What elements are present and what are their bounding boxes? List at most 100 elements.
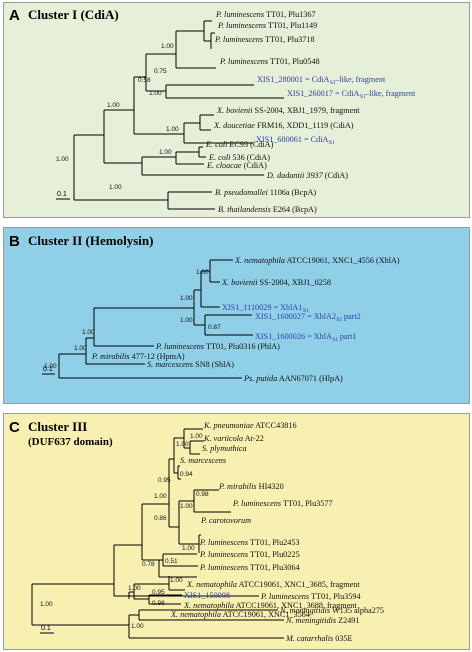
- bootstrap-value: 0.75: [154, 68, 167, 75]
- taxon-label-highlighted: XIS1_1600027 = XhlA2XI part2: [255, 312, 361, 323]
- taxon-label: N. meningitidis W135 alpha275: [279, 606, 384, 615]
- taxon-label: X. nematophila ATCC19061, XNC1_3688, fra…: [183, 601, 357, 610]
- panel-letter-c: C: [9, 419, 20, 436]
- bootstrap-value: 1.00: [56, 156, 69, 163]
- taxon-label-highlighted: XIS1_680061 = CdiAXI: [256, 135, 334, 146]
- taxon-label: X. bovienii SS-2004, XBJ1_0258: [221, 278, 331, 287]
- panel-title-b: Cluster II (Hemolysin): [28, 233, 153, 248]
- taxon-label: X. nematophila ATCC19061, XNC1_3564: [170, 610, 310, 619]
- taxon-label-highlighted: XIS1_280001 = CdiAXI–like, fragment: [257, 75, 386, 86]
- taxon-label-highlighted: XIS1_260017 = CdiAXI–like, fragment: [287, 89, 416, 100]
- taxon-label: E. coli EC93 (CdiA): [205, 140, 274, 149]
- taxon-label: P. mirabilis HI4320: [218, 482, 284, 491]
- scale-label-a: 0.1: [57, 191, 67, 198]
- taxon-label: B. pseudomallei 1106a (BcpA): [215, 188, 316, 197]
- bootstrap-value: 0.98: [152, 600, 165, 607]
- taxon-label: M. catarrhalis 035E: [285, 634, 353, 643]
- taxon-label: P. carotovorum: [200, 516, 251, 525]
- taxon-label: D. dadantii 3937 (CdiA): [266, 171, 348, 180]
- bootstrap-value: 1.00: [40, 601, 53, 608]
- bootstrap-value: 1.00: [154, 493, 167, 500]
- tree-branches-c: [31, 428, 284, 639]
- bootstrap-value: 0.86: [154, 515, 167, 522]
- bootstrap-value: 1.00: [159, 149, 172, 156]
- scale-label-b: 0.1: [43, 366, 53, 373]
- taxon-label: S. marcescens SN8 (ShlA): [147, 360, 234, 369]
- bootstrap-value: 0.87: [208, 324, 221, 331]
- bootstrap-value: 1.00: [131, 623, 144, 630]
- taxon-label: K. pneumoniae ATCC43816: [203, 421, 297, 430]
- panel-letter-a: A: [9, 7, 20, 24]
- panel-cluster-i: A Cluster I (CdiA): [3, 2, 470, 218]
- bootstrap-value: 1.00: [44, 363, 57, 370]
- bootstrap-values-b: 1.00 1.00 0.87 1.00 1.00 1.00 1.00: [44, 269, 221, 370]
- panel-title-c: Cluster III: [28, 419, 87, 434]
- bootstrap-value: 1.00: [190, 433, 203, 440]
- taxon-labels-a: P. luminescens TT01, Plu1367 P. luminesc…: [205, 10, 416, 214]
- bootstrap-value: 1.00: [149, 90, 162, 97]
- taxon-label: S. plymuthica: [202, 444, 247, 453]
- bootstrap-value: 1.00: [107, 102, 120, 109]
- taxon-label-highlighted: XIS1_1110029 = XhlA1XI: [222, 303, 308, 314]
- tree-cluster-i: A Cluster I (CdiA): [4, 3, 469, 217]
- taxon-label: B. thailandensis E264 (BcpA): [218, 205, 317, 214]
- panel-subtitle-c: (DUF637 domain): [28, 436, 113, 448]
- taxon-label: X. doucetiae FRM16, XDD1_1119 (CdiA): [213, 121, 354, 130]
- taxon-label: S. marcescens: [180, 456, 226, 465]
- taxon-label: E. cloacae (CdiA): [206, 161, 267, 170]
- bootstrap-value: 0.98: [196, 491, 209, 498]
- bootstrap-value: 0.51: [165, 558, 178, 565]
- taxon-label: P. luminescens TT01, Plu3577: [232, 499, 333, 508]
- taxon-label: X. bovienii SS-2004, XBJ1_1979, fragment: [216, 106, 360, 115]
- bootstrap-value: 1.00: [180, 317, 193, 324]
- bootstrap-value: 1.00: [180, 295, 193, 302]
- panel-letter-b: B: [9, 233, 20, 250]
- taxon-label: X. nematophila ATCC19061, XNC1_4556 (Xhl…: [234, 256, 400, 265]
- bootstrap-value: 0.95: [158, 477, 171, 484]
- taxon-label: P. luminescens TT01, Plu3718: [214, 35, 315, 44]
- bootstrap-value: 1.00: [161, 43, 174, 50]
- bootstrap-value: 1.00: [196, 269, 209, 276]
- taxon-label: P. luminescens TT01, Plu1149: [217, 21, 317, 30]
- bootstrap-value: 0.95: [152, 589, 165, 596]
- taxon-label: P. luminescens TT01, Plu3064: [199, 563, 300, 572]
- taxon-label: P. luminescens TT01, Plu3594: [260, 592, 361, 601]
- taxon-label: P. luminescens TT01, Plu2453: [199, 538, 300, 547]
- bootstrap-values-c: 1.00 1.00 0.94 0.95 0.98 1.00 1.00 0.86 …: [40, 433, 209, 630]
- bootstrap-value: 1.00: [182, 545, 195, 552]
- tree-cluster-ii: B Cluster II (Hemolysin) X.: [4, 228, 469, 403]
- tree-branches-b: [58, 259, 253, 379]
- bootstrap-value: 0.58: [138, 77, 151, 84]
- taxon-label: P. luminescens TT01, Plu1367: [215, 10, 316, 19]
- tree-branches-a: [73, 20, 284, 210]
- bootstrap-value: 1.00: [128, 585, 141, 592]
- tree-cluster-iii: C Cluster III (DUF637 domain): [4, 414, 469, 649]
- taxon-label: P. luminescens TT01, Plu0548: [219, 57, 320, 66]
- taxon-label: E. coli 536 (CdiA): [208, 153, 270, 162]
- taxon-labels-c: K. pneumoniae ATCC43816 K. variicola At-…: [170, 421, 384, 643]
- taxon-label: Ps. putida AAN67071 (HlpA): [243, 374, 343, 383]
- bootstrap-values-a: 1.00 0.75 0.58 1.00 1.00 1.00 1.00 1.00 …: [56, 43, 179, 191]
- bootstrap-value: 0.78: [142, 561, 155, 568]
- taxon-label: K. variicola At-22: [203, 434, 264, 443]
- panel-a-background: [4, 3, 469, 217]
- taxon-label: P. mirabilis 477-12 (HpmA): [91, 352, 185, 361]
- taxon-labels-b: X. nematophila ATCC19061, XNC1_4556 (Xhl…: [91, 256, 400, 383]
- taxon-label: X. nematophila ATCC19061, XNC1_3685, fra…: [186, 580, 360, 589]
- scale-label-c: 0.1: [41, 625, 51, 632]
- panel-title-a: Cluster I (CdiA): [28, 7, 119, 22]
- bootstrap-value: 1.00: [170, 577, 183, 584]
- taxon-label: P. luminescens TT01, Plu0316 (PhlA): [155, 342, 280, 351]
- taxon-label-highlighted: XIS1_1600026 = XhlAXI part1: [255, 332, 357, 343]
- bootstrap-value: 1.00: [109, 184, 122, 191]
- bootstrap-value: 1.00: [180, 503, 193, 510]
- bootstrap-value: 1.00: [74, 345, 87, 352]
- bootstrap-value: 0.94: [180, 471, 193, 478]
- panel-cluster-iii: C Cluster III (DUF637 domain): [3, 413, 470, 650]
- bootstrap-value: 1.00: [176, 441, 189, 448]
- panel-cluster-ii: B Cluster II (Hemolysin) X.: [3, 227, 470, 404]
- bootstrap-value: 1.00: [82, 329, 95, 336]
- taxon-label: P. luminescens TT01, Plu0225: [199, 550, 300, 559]
- taxon-label-highlighted: XIS1_150008: [184, 591, 230, 600]
- taxon-label: N. meningitidis Z2491: [285, 616, 359, 625]
